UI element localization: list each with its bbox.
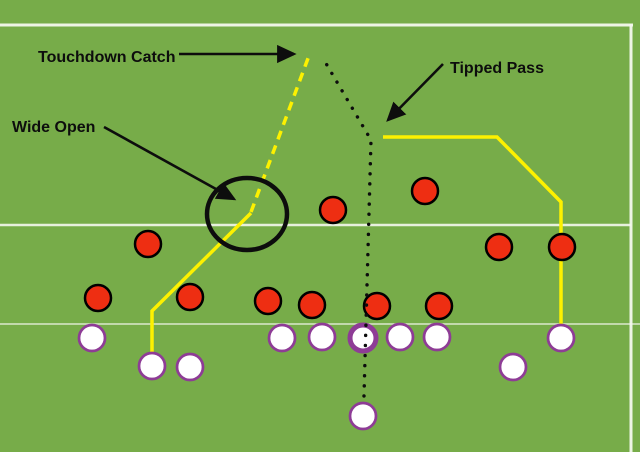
offense-center [347,322,379,354]
offense-player [307,322,337,352]
defense-player [362,291,392,321]
offense-player [498,352,528,382]
offense-player [422,322,452,352]
routes-layer [150,52,563,354]
wide-open-highlight-circle [204,175,290,253]
defense-player [133,229,163,259]
offense-player [175,352,205,382]
defense-player [547,232,577,262]
wide-open-arrow [103,125,237,201]
touchdown-catch-path [249,52,312,213]
players-layer [77,176,577,431]
offense-player [348,401,378,431]
label-touchdown-catch: Touchdown Catch [38,49,175,66]
offense-player [546,323,576,353]
defense-player [253,286,283,316]
defense-player [297,290,327,320]
defense-player [424,291,454,321]
defense-player [175,282,205,312]
defense-player [410,176,440,206]
annotations-layer [103,44,444,253]
label-wide-open: Wide Open [12,119,95,136]
offense-player [385,322,415,352]
defense-player [484,232,514,262]
label-tipped-pass: Tipped Pass [450,60,544,77]
right-receiver-route [383,135,563,327]
defense-player [318,195,348,225]
offense-player [77,323,107,353]
defense-player [83,283,113,313]
left-receiver-route [150,211,253,354]
offense-player [267,323,297,353]
offense-player [137,351,167,381]
tipped-pass-arrow [386,63,444,122]
